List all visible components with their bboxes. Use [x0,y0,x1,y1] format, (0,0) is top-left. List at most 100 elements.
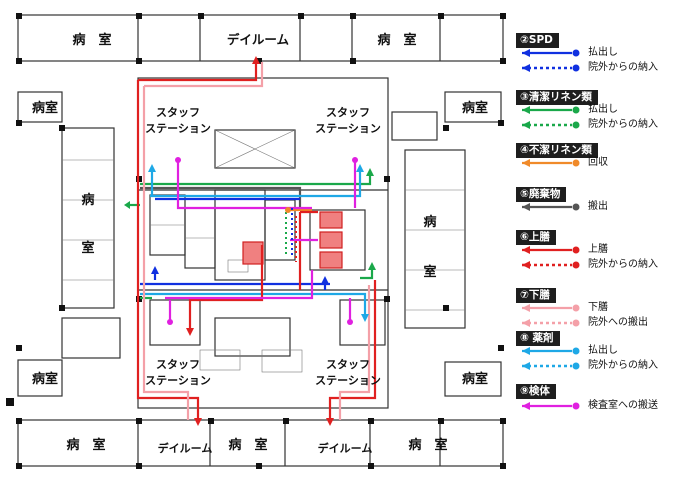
legend-label: 院外からの納入 [588,360,658,371]
room-label-right-lower: 病室 [462,371,488,387]
room-label-top-right: 病 室 [377,32,416,48]
staff-station-tr-line2: ステーション [315,122,381,135]
legend-row: 院外からの納入 [516,359,676,373]
legend-section-meal: ⑥上膳 上膳 院外からの納入 [516,225,676,270]
legend-label: 院外からの納入 [588,259,658,270]
legend-label: 下膳 [588,302,608,313]
room-labels: 病 室 病 室 病室 病室 病室 病室 病 室 病 室 病 室 病 室 病 室 … [32,32,488,455]
dayroom-label-top: デイルーム [227,32,290,47]
legend-label: 検査室への搬送 [588,400,658,411]
arrow-up-icon [151,266,159,274]
arrow-down-icon [326,418,334,426]
legend-label: 院外からの納入 [588,62,658,73]
room-label-top-left: 病 室 [72,32,111,48]
route-linen [140,175,372,186]
legend-label: 払出し [588,345,618,356]
line-swatch [522,362,580,370]
room-label-right-wing-2: 室 [423,264,436,280]
staff-station-br-line2: ステーション [315,374,381,387]
room-label-left-wing-1: 病 [81,192,94,208]
line-swatch [522,121,580,129]
route-meal-return-top [144,62,264,88]
route-markers [124,56,376,426]
legend-section-meal-return: ⑦下膳 下膳 院外への搬出 [516,283,676,328]
room-label-bottom-left: 病 室 [66,437,105,453]
line-swatch [522,319,580,327]
legend-section-specimen: ⑨検体 検査室への搬送 [516,379,676,411]
legend-label: 院外からの納入 [588,119,658,130]
legend-section-dirty-linen: ④不潔リネン類 回収 [516,138,676,168]
elevator-left [242,241,264,265]
arrow-up-icon [366,168,374,176]
route-medicine [150,170,362,198]
legend-title: ④不潔リネン類 [516,143,598,158]
legend-row: 払出し [516,344,676,358]
arrow-up-icon [148,164,156,172]
line-swatch [522,304,580,312]
line-swatch [522,49,580,57]
staff-station-tr-line1: スタッフ [326,106,370,119]
floor-plan: 病 室 病 室 病室 病室 病室 病室 病 室 病 室 病 室 病 室 病 室 … [6,13,506,469]
legend-row: 院外からの納入 [516,258,676,272]
line-swatch [522,203,580,211]
line-swatch [522,106,580,114]
line-swatch [522,261,580,269]
legend-label: 搬出 [588,201,608,212]
legend-row: 上膳 [516,243,676,257]
route-lines-dotted [285,208,297,262]
route-specimen [176,160,312,210]
legend-row: 院外からの納入 [516,118,676,132]
legend-section-waste: ⑤廃棄物 搬出 [516,182,676,212]
legend-row: 院外からの納入 [516,61,676,75]
room-label-left-upper: 病室 [32,100,58,116]
room-label-left-lower: 病室 [32,371,58,387]
elevators [242,211,343,269]
staff-station-bl-line1: スタッフ [156,358,200,371]
legend-row: 払出し [516,103,676,117]
arrow-up-icon [368,262,376,270]
legend-title: ⑥上膳 [516,230,556,245]
arrow-down-icon [361,314,369,322]
elevator-right-1 [319,211,343,229]
route-meal-left [136,80,200,420]
route-meal-top [138,62,258,82]
staff-station-tl-line1: スタッフ [156,106,200,119]
legend-row: 下膳 [516,301,676,315]
structural-columns [6,13,506,469]
legend-row: 院外への搬出 [516,316,676,330]
walls [17,14,504,467]
elevator-right-2 [319,231,343,249]
legend-title: ⑦下膳 [516,288,556,303]
room-label-bottom-center: 病 室 [228,437,267,453]
room-label-right-upper: 病室 [462,100,488,116]
legend-title: ②SPD [516,33,559,48]
legend-label: 払出し [588,47,618,58]
legend-title: ⑨検体 [516,384,556,399]
wall-details [62,129,465,373]
legend-row: 回収 [516,156,676,170]
arrow-down-icon [194,418,202,426]
room-label-left-wing-2: 室 [81,240,94,256]
arrow-up-icon [321,276,329,284]
arrow-down-icon [186,328,194,336]
arrow-up-icon [252,56,260,64]
line-swatch [522,64,580,72]
legend-title: ⑧ 薬剤 [516,331,560,346]
dayroom-label-bottom-right: デイルーム [318,441,373,455]
arrow-up-icon [356,164,364,172]
line-swatch [522,402,580,410]
legend-label: 上膳 [588,244,608,255]
elevator-right-3 [319,251,343,269]
route-waste [140,186,302,208]
legend-section-clean-linen: ③清潔リネン類 払出し 院外からの納入 [516,85,676,130]
legend-title: ③清潔リネン類 [516,90,598,105]
legend-label: 回収 [588,157,608,168]
line-swatch [522,246,580,254]
legend-row: 検査室への搬送 [516,399,676,413]
room-label-bottom-right: 病 室 [408,437,447,453]
staff-station-tl-line2: ステーション [145,122,211,135]
route-meal-right [328,280,377,420]
legend-label: 払出し [588,104,618,115]
route-lines [128,62,377,420]
